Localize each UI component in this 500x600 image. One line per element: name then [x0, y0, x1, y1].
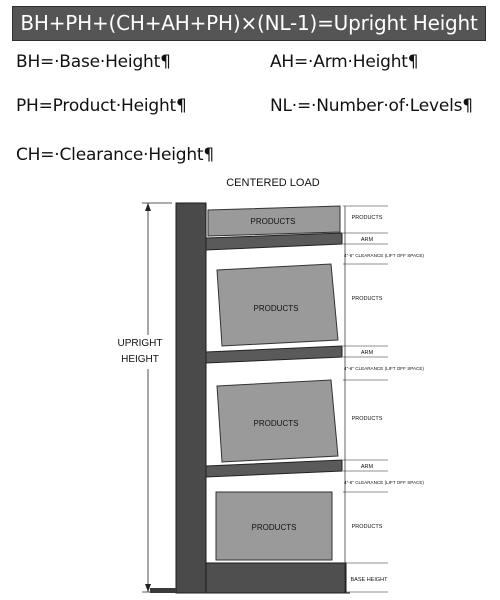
- definition-base-height: BH=·Base·Height¶: [16, 52, 171, 72]
- product-label-level-1: PRODUCTS: [251, 217, 296, 226]
- formula-banner: BH+PH+(CH+AH+PH)×(NL-1)=Upright Height: [12, 6, 486, 41]
- product-box-level-2: [216, 263, 339, 347]
- definition-product-height: PH=Product·Height¶: [16, 96, 187, 116]
- upright-label-line2: HEIGHT: [121, 354, 159, 365]
- arm-level-2: [205, 345, 343, 364]
- upright-label-line1: UPRIGHT: [118, 338, 163, 349]
- dim-label-arm-1: ARM: [361, 237, 374, 243]
- upright-height-dimension: UPRIGHT HEIGHT: [112, 202, 172, 593]
- product-box-level-3: [216, 379, 339, 463]
- dim-label-base-height: BASE HEIGHT: [351, 577, 389, 583]
- upright-column: [175, 202, 207, 594]
- dim-label-clearance-2: 4"-6" CLEARANCE (LIFT OFF SPACE): [344, 366, 424, 371]
- dim-label-clearance-3: 4"-6" CLEARANCE (LIFT OFF SPACE): [344, 480, 424, 485]
- dim-label-clearance-1: 4"-6" CLEARANCE (LIFT OFF SPACE): [344, 253, 424, 258]
- dim-label-arm-2: ARM: [361, 350, 374, 356]
- product-label-level-2: PRODUCTS: [254, 304, 299, 313]
- dim-label-arm-3: ARM: [361, 464, 374, 470]
- definition-clearance-height: CH=·Clearance·Height¶: [16, 145, 214, 165]
- product-label-level-3: PRODUCTS: [254, 419, 299, 428]
- product-box-level-4: [215, 491, 333, 561]
- dimension-chain: [343, 205, 388, 593]
- arm-level-3: [205, 459, 343, 478]
- definition-number-of-levels: NL·=·Number·of·Levels¶: [270, 96, 473, 116]
- definition-arm-height: AH=·Arm·Height¶: [270, 52, 419, 72]
- arm-level-1: [205, 232, 343, 251]
- upright-foot: [150, 588, 176, 593]
- rack-base: [205, 562, 347, 594]
- product-label-level-4: PRODUCTS: [252, 523, 297, 532]
- dim-label-products-3: PRODUCTS: [352, 416, 383, 422]
- dim-label-products-1: PRODUCTS: [352, 215, 383, 221]
- product-box-level-1: [207, 205, 341, 237]
- dim-label-products-4: PRODUCTS: [352, 524, 383, 530]
- diagram-title: CENTERED LOAD: [226, 177, 320, 189]
- dim-label-products-2: PRODUCTS: [352, 296, 383, 302]
